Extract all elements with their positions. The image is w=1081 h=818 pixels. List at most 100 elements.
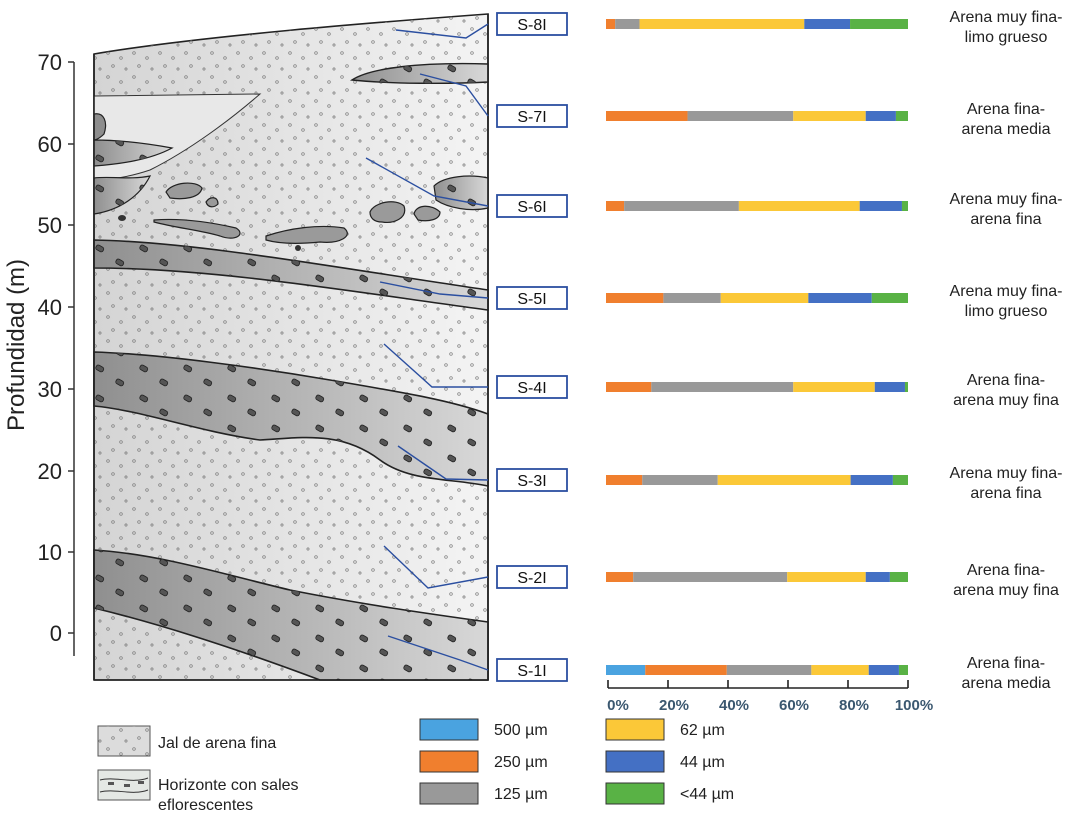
sample-label: S-8I xyxy=(517,17,546,34)
bar-segment xyxy=(606,382,652,392)
bar-segment xyxy=(793,382,875,392)
bar-segment xyxy=(874,382,905,392)
lithology-legend-label: Jal de arena fina xyxy=(158,735,276,752)
sample-label-box xyxy=(496,104,568,128)
bar-segment xyxy=(738,201,860,211)
scale-tick-label: 0% xyxy=(607,697,629,714)
grain-size-swatch xyxy=(605,718,665,741)
grain-size-label: 500 µm xyxy=(494,722,548,739)
sample-description: Arena muy fina-limo grueso xyxy=(950,283,1063,320)
sample-label-box xyxy=(496,375,568,399)
depth-tick-label: 20 xyxy=(38,459,62,484)
grain-size-swatch xyxy=(419,782,479,805)
sample-connectors xyxy=(365,23,489,671)
sample-label-box xyxy=(496,658,568,682)
bar-segment xyxy=(633,572,788,582)
sample-description: Arena fina-arena media xyxy=(962,101,1051,138)
depth-tick-label: 60 xyxy=(38,132,62,157)
scale-tick-label: 100% xyxy=(895,697,933,714)
bar-segment xyxy=(720,293,809,303)
bar-segment xyxy=(624,201,739,211)
sample-description: Arena fina-arena muy fina xyxy=(953,372,1059,409)
grain-size-swatch xyxy=(605,750,665,773)
bar-segment xyxy=(898,665,908,675)
sample-label: S-1I xyxy=(517,663,546,680)
depth-tick-label: 0 xyxy=(50,621,62,646)
depth-tick-label: 40 xyxy=(38,295,62,320)
bar-segment xyxy=(889,572,908,582)
bar-segment xyxy=(793,111,866,121)
scale-tick-label: 40% xyxy=(719,697,749,714)
bar-segment xyxy=(606,201,625,211)
sample-label: S-2I xyxy=(517,570,546,587)
bar-segment xyxy=(606,19,616,29)
bar-segment xyxy=(663,293,721,303)
grain-size-swatch xyxy=(419,718,479,741)
depth-tick-label: 70 xyxy=(38,50,62,75)
bar-segment xyxy=(606,293,664,303)
scale-tick-label: 80% xyxy=(839,697,869,714)
fine-sand-legend-swatch xyxy=(97,725,151,757)
scale-tick-label: 20% xyxy=(659,697,689,714)
depth-axis-label: Profundidad (m) xyxy=(3,259,30,431)
bar-segment xyxy=(804,19,851,29)
bar-segment xyxy=(651,382,794,392)
sample-connector-line xyxy=(387,635,489,671)
sample-label: S-5I xyxy=(517,291,546,308)
grain-size-label: 250 µm xyxy=(494,754,548,771)
bar-segment xyxy=(639,19,805,29)
grain-size-label: 62 µm xyxy=(680,722,725,739)
grain-size-swatch xyxy=(419,750,479,773)
bar-segment xyxy=(645,665,727,675)
bar-segment xyxy=(865,111,896,121)
grain-size-swatch xyxy=(605,782,665,805)
sample-label-box xyxy=(496,194,568,218)
bar-segment xyxy=(892,475,908,485)
grain-size-bars xyxy=(606,19,908,675)
sample-connector-line xyxy=(379,281,489,299)
bar-segment xyxy=(615,19,640,29)
sample-label-box xyxy=(496,565,568,589)
depth-tick-label: 30 xyxy=(38,377,62,402)
sample-connector-line xyxy=(397,445,489,481)
sample-label-box xyxy=(496,286,568,310)
bar-segment xyxy=(642,475,718,485)
bar-segment xyxy=(811,665,869,675)
bar-segment xyxy=(606,111,688,121)
sample-description: Arena fina-arena muy fina xyxy=(953,562,1059,599)
bar-segment xyxy=(687,111,794,121)
sample-label: S-3I xyxy=(517,473,546,490)
bar-segment xyxy=(726,665,812,675)
bar-segment xyxy=(871,293,908,303)
bar-segment xyxy=(865,572,890,582)
sample-connector-line xyxy=(383,343,488,388)
bar-segment xyxy=(787,572,866,582)
percent-scale: 0% 20% 40% 60% 80% 100% xyxy=(607,680,933,714)
bar-segment xyxy=(717,475,851,485)
bar-segment xyxy=(606,665,646,675)
sample-label-box xyxy=(496,468,568,492)
sample-description: Arena muy fina-limo grueso xyxy=(950,9,1063,46)
bar-segment xyxy=(904,382,908,392)
bar-segment xyxy=(901,201,908,211)
bar-segment xyxy=(606,572,634,582)
sample-label: S-7I xyxy=(517,109,546,126)
sample-label-box xyxy=(496,12,568,36)
sample-labels: S-8IS-7IS-6IS-5IS-4IS-3IS-2IS-1I xyxy=(496,12,568,682)
sample-description: Arena muy fina-arena fina xyxy=(950,191,1063,228)
depth-tick-label: 50 xyxy=(38,213,62,238)
sample-connector-line xyxy=(419,73,489,117)
stratigraphic-column xyxy=(93,13,489,681)
bar-segment xyxy=(868,665,899,675)
sample-connector-line xyxy=(365,157,489,207)
bar-segment xyxy=(850,475,893,485)
bar-segment xyxy=(606,475,643,485)
scale-tick-label: 60% xyxy=(779,697,809,714)
efflorescent-salts-legend-swatch xyxy=(97,769,151,801)
bar-segment xyxy=(895,111,908,121)
